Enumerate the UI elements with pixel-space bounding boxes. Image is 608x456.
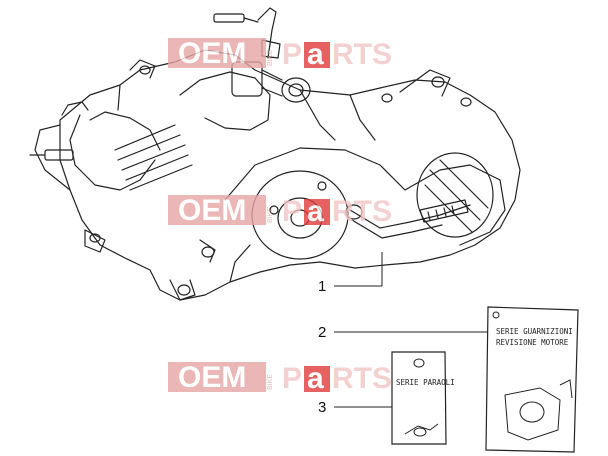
parts-kit-label: SERIE PARAOLI <box>396 378 455 387</box>
watermark-bottom-bike: BIKE <box>267 374 274 390</box>
watermark-top-a: a <box>307 38 324 71</box>
callout-2: 2 <box>318 324 488 341</box>
watermark-top-rts: RTS <box>332 38 392 71</box>
watermark-middle-p: P <box>282 195 302 228</box>
callout-1: 1 <box>318 252 383 295</box>
callout-number-1: 1 <box>318 278 326 295</box>
gasket-kit-label-line1: SERIE GUARNIZIONI <box>496 327 573 336</box>
parts-kit-card: SERIE PARAOLI <box>391 351 455 445</box>
engine-assembly-drawing <box>29 7 521 301</box>
watermark-top-bike: BIKE <box>267 50 274 66</box>
gasket-kit-label-line2: REVISIONE MOTORE <box>496 338 569 347</box>
watermark-middle-bike: BIKE <box>267 207 274 223</box>
watermark-middle-oem: OEM <box>178 194 246 227</box>
watermark-bottom-rts: RTS <box>332 362 392 395</box>
watermark-middle: OEM BIKE P a RTS <box>168 194 392 228</box>
watermark-top: OEM BIKE P a RTS <box>168 37 392 71</box>
callout-number-2: 2 <box>318 324 326 341</box>
callout-3: 3 <box>318 399 392 416</box>
watermark-bottom-oem: OEM <box>178 361 246 394</box>
gasket-kit-card: SERIE GUARNIZIONI REVISIONE MOTORE <box>485 306 579 453</box>
watermark-bottom: OEM BIKE P a RTS <box>168 361 392 395</box>
watermark-middle-a: a <box>307 195 324 228</box>
watermark-bottom-a: a <box>307 362 324 395</box>
watermark-top-oem: OEM <box>178 37 246 70</box>
callout-number-3: 3 <box>318 399 326 416</box>
watermark-top-p: P <box>282 38 302 71</box>
watermark-bottom-p: P <box>282 362 302 395</box>
watermark-middle-rts: RTS <box>332 195 392 228</box>
